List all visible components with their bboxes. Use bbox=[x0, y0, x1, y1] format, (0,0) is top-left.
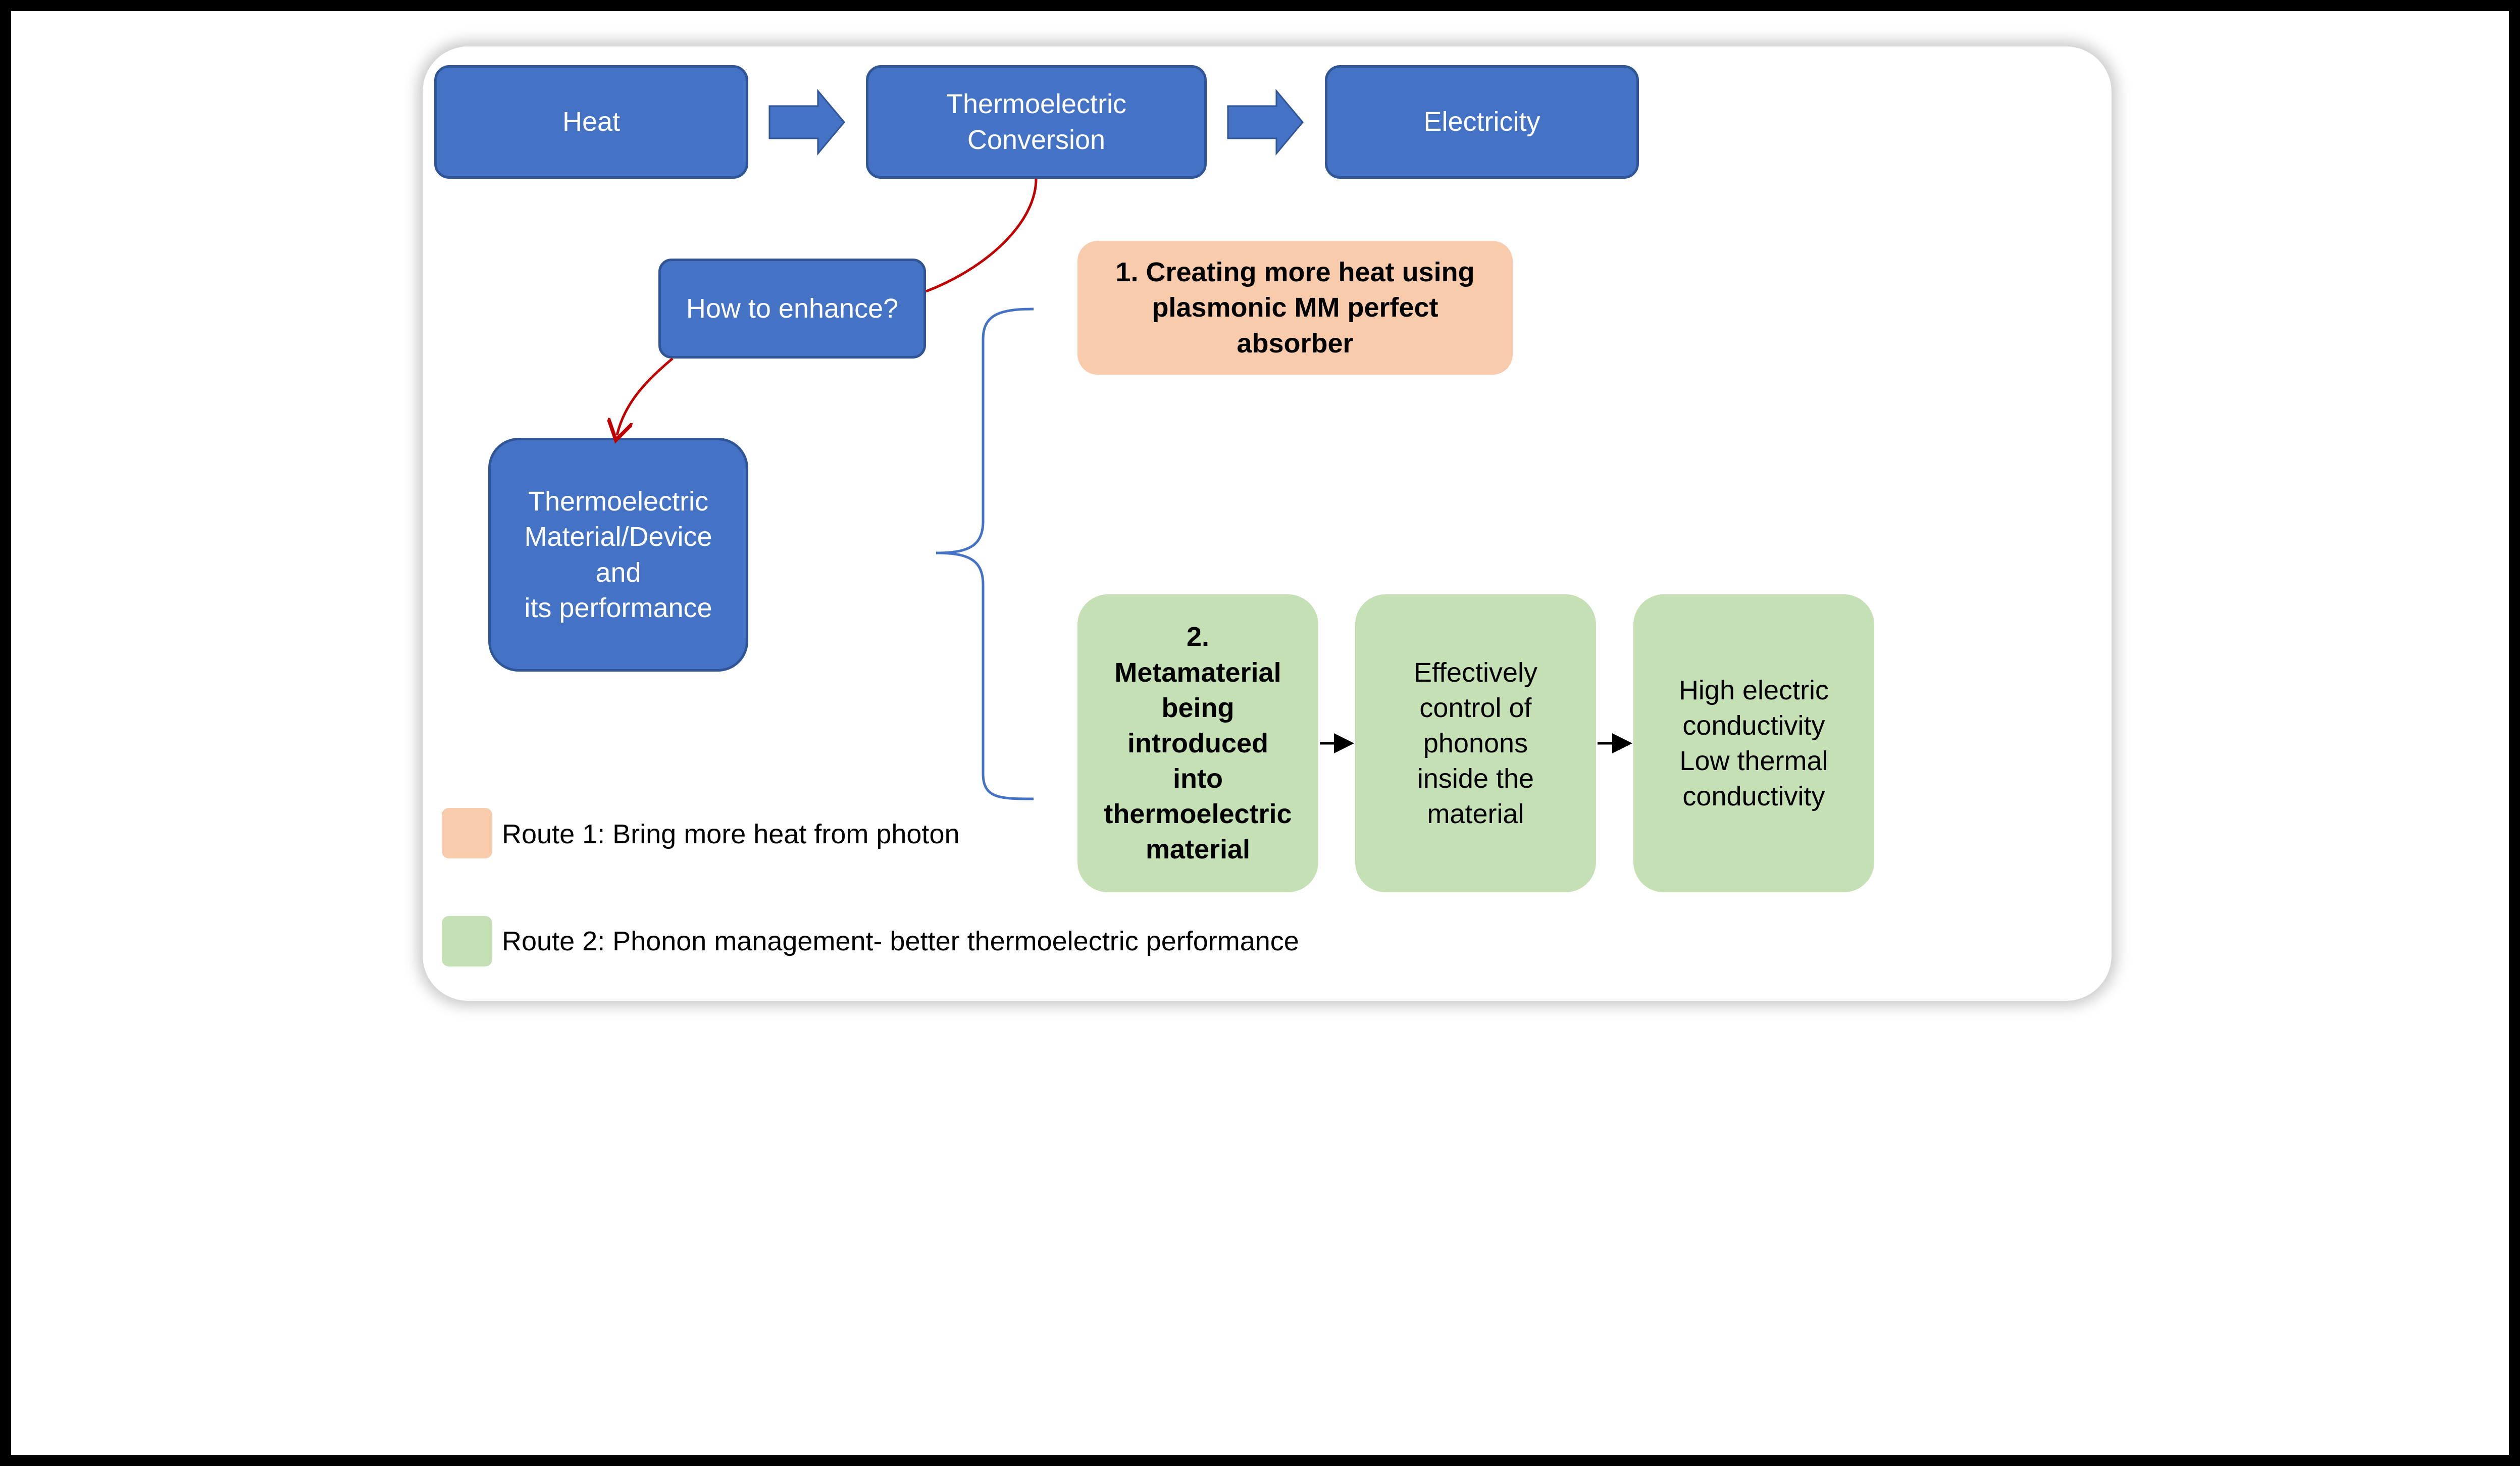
route2-metamaterial-box: 2. Metamaterial being introduced into th… bbox=[1077, 594, 1318, 892]
legend-route1-label: Route 1: Bring more heat from photon bbox=[502, 819, 960, 849]
route2-phonon-control-box: Effectively control of phonons inside th… bbox=[1355, 594, 1596, 892]
electricity-box: Electricity bbox=[1325, 65, 1639, 179]
heat-box: Heat bbox=[434, 65, 748, 179]
legend-route2-swatch bbox=[442, 916, 492, 966]
legend-route1-swatch bbox=[442, 808, 492, 858]
thermoelectric-material-box: Thermoelectric Material/Device and its p… bbox=[488, 438, 748, 672]
legend-route2-label: Route 2: Phonon management- better therm… bbox=[502, 926, 1299, 956]
how-to-enhance-box: How to enhance? bbox=[658, 259, 926, 359]
route2-conductivity-box: High electric conductivity Low thermal c… bbox=[1633, 594, 1874, 892]
thermoelectric-conversion-box: Thermoelectric Conversion bbox=[866, 65, 1207, 179]
route1-perfect-absorber-box: 1. Creating more heat using plasmonic MM… bbox=[1077, 241, 1513, 375]
